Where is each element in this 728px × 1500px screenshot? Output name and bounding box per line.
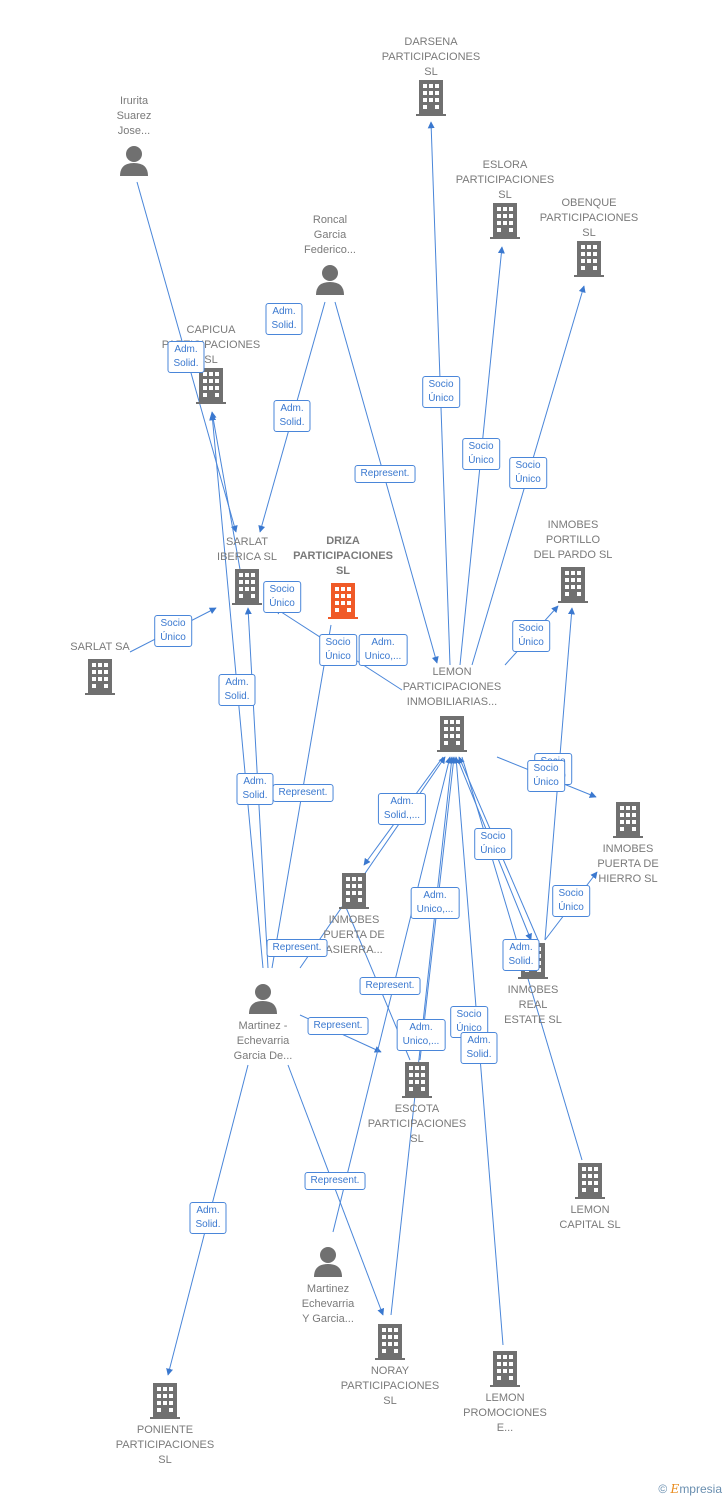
person-icon	[314, 1247, 342, 1277]
building-icon	[613, 802, 643, 838]
edge-label[interactable]: Adm. Solid.	[502, 939, 540, 971]
node-puerta-asierra[interactable]: INMOBES PUERTA DE ASIERRA...	[294, 873, 414, 958]
node-sarlat-sa[interactable]: SARLAT SA	[40, 640, 160, 695]
edge-asierra-lemon	[299, 756, 446, 969]
edge-label[interactable]: Socio Único	[512, 620, 550, 652]
node-label: INMOBES PORTILLO DEL PARDO SL	[533, 519, 613, 561]
node-roncal[interactable]: Roncal Garcia Federico...	[270, 213, 390, 296]
edge-label[interactable]: Adm. Solid.	[218, 674, 256, 706]
node-label: LEMON CAPITAL SL	[559, 1204, 621, 1231]
building-icon	[375, 1324, 405, 1360]
edge-label[interactable]: Socio Único	[462, 438, 500, 470]
edge-label[interactable]: Adm. Unico,...	[396, 1019, 446, 1051]
building-icon	[437, 716, 467, 752]
edge-label[interactable]: Socio Único	[474, 828, 512, 860]
node-puerta-hierro[interactable]: INMOBES PUERTA DE HIERRO SL	[568, 802, 688, 887]
node-darsena[interactable]: DARSENA PARTICIPACIONES SL	[371, 35, 491, 116]
edge-martinez-noray	[287, 1064, 385, 1316]
node-martinez-echevarria[interactable]: Martinez - Echevarria Garcia De...	[203, 983, 323, 1064]
edge-sarlat-capicua	[209, 411, 242, 576]
edge-label[interactable]: Socio Único	[552, 885, 590, 917]
empresia-logo: © Empresia	[658, 1482, 722, 1496]
copyright-symbol: ©	[658, 1482, 668, 1496]
edge-label[interactable]: Socio Único	[509, 457, 547, 489]
node-driza[interactable]: DRIZA PARTICIPACIONES SL	[283, 534, 403, 619]
edge-label[interactable]: Socio Único	[527, 760, 565, 792]
edge-label[interactable]: Adm. Unico,...	[358, 634, 408, 666]
node-lemon-capital[interactable]: LEMON CAPITAL SL	[530, 1163, 650, 1233]
building-icon	[328, 583, 358, 619]
person-icon	[249, 984, 277, 1014]
node-label: Irurita Suarez Jose...	[116, 95, 152, 137]
building-icon	[490, 203, 520, 239]
node-label: Roncal Garcia Federico...	[304, 214, 356, 256]
node-obenque[interactable]: OBENQUE PARTICIPACIONES SL	[529, 196, 649, 277]
building-icon	[575, 1163, 605, 1199]
node-lemon-promociones[interactable]: LEMON PROMOCIONES E...	[445, 1351, 565, 1436]
building-icon	[574, 241, 604, 277]
brand-name: mpresia	[679, 1482, 722, 1496]
edge-label[interactable]: Represent.	[272, 784, 334, 802]
node-label: LEMON PARTICIPACIONES INMOBILIARIAS...	[402, 666, 502, 708]
edge-label[interactable]: Adm. Unico,...	[410, 887, 460, 919]
building-icon	[85, 659, 115, 695]
node-label: LEMON PROMOCIONES E...	[463, 1392, 547, 1434]
node-noray[interactable]: NORAY PARTICIPACIONES SL	[330, 1324, 450, 1409]
building-icon	[339, 873, 369, 909]
edge-label[interactable]: Represent.	[304, 1172, 366, 1190]
node-martinez-y-garcia[interactable]: Martinez Echevarria Y Garcia...	[268, 1246, 388, 1327]
node-portillo[interactable]: INMOBES PORTILLO DEL PARDO SL	[513, 518, 633, 603]
edge-label[interactable]: Represent.	[354, 465, 416, 483]
node-label: ESLORA PARTICIPACIONES SL	[455, 159, 555, 201]
edge-label[interactable]: Socio Único	[319, 634, 357, 666]
edge-label[interactable]: Adm. Solid.	[167, 341, 205, 373]
node-label: PONIENTE PARTICIPACIONES SL	[115, 1424, 215, 1466]
node-label: Martinez Echevarria Y Garcia...	[301, 1283, 355, 1325]
node-label: Martinez - Echevarria Garcia De...	[233, 1020, 293, 1062]
node-label: ESCOTA PARTICIPACIONES SL	[367, 1103, 467, 1145]
building-icon	[150, 1383, 180, 1419]
edge-label[interactable]: Socio Único	[263, 581, 301, 613]
edge-label[interactable]: Adm. Solid.	[273, 400, 311, 432]
edge-label[interactable]: Adm. Solid.,...	[377, 793, 427, 825]
node-label: NORAY PARTICIPACIONES SL	[340, 1365, 440, 1407]
node-label: SARLAT SA	[70, 641, 130, 653]
edge-label[interactable]: Represent.	[307, 1017, 369, 1035]
edge-label[interactable]: Adm. Solid.	[265, 303, 303, 335]
node-escota[interactable]: ESCOTA PARTICIPACIONES SL	[357, 1062, 477, 1147]
building-icon	[196, 368, 226, 404]
building-icon	[402, 1062, 432, 1098]
building-icon	[558, 567, 588, 603]
node-label: DRIZA PARTICIPACIONES SL	[293, 535, 393, 577]
node-label: SARLAT IBERICA SL	[217, 536, 277, 563]
node-sarlat-iberica[interactable]: SARLAT IBERICA SL	[187, 535, 307, 605]
brand-initial: E	[670, 1482, 680, 1496]
node-label: INMOBES REAL ESTATE SL	[504, 984, 562, 1026]
person-icon	[120, 146, 148, 176]
edge-label[interactable]: Adm. Solid.	[460, 1032, 498, 1064]
edge-label[interactable]: Adm. Solid.	[236, 773, 274, 805]
node-label: INMOBES PUERTA DE ASIERRA...	[323, 914, 385, 956]
edge-label[interactable]: Represent.	[359, 977, 421, 995]
edge-label[interactable]: Socio Único	[154, 615, 192, 647]
building-icon	[490, 1351, 520, 1387]
node-lemon-participaciones[interactable]: LEMON PARTICIPACIONES INMOBILIARIAS...	[392, 665, 512, 752]
node-label: DARSENA PARTICIPACIONES SL	[381, 36, 481, 78]
node-poniente[interactable]: PONIENTE PARTICIPACIONES SL	[105, 1383, 225, 1468]
node-label: OBENQUE PARTICIPACIONES SL	[539, 197, 639, 239]
edge-label[interactable]: Represent.	[266, 939, 328, 957]
node-label: INMOBES PUERTA DE HIERRO SL	[597, 843, 659, 885]
node-eslora[interactable]: ESLORA PARTICIPACIONES SL	[445, 158, 565, 239]
person-icon	[316, 265, 344, 295]
building-icon	[416, 80, 446, 116]
edge-label[interactable]: Socio Único	[422, 376, 460, 408]
building-icon	[232, 569, 262, 605]
edge-label[interactable]: Adm. Solid.	[189, 1202, 227, 1234]
node-irurita[interactable]: Irurita Suarez Jose...	[74, 94, 194, 177]
